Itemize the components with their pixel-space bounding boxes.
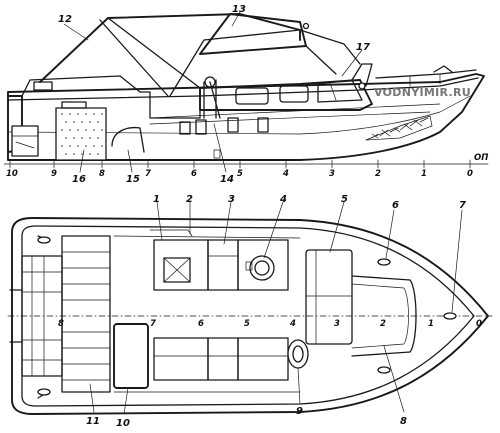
plan-station-2: 2 xyxy=(380,319,386,329)
hull-hatch xyxy=(179,121,191,135)
seat-block-dots xyxy=(61,113,103,155)
side-station-1: 1 xyxy=(421,169,427,179)
side-opening xyxy=(111,126,145,153)
cleat-stbd-aft xyxy=(37,388,51,396)
callout-3: 3 xyxy=(228,194,235,205)
hull-hatch-3 xyxy=(227,117,239,133)
callout-2: 2 xyxy=(186,194,193,205)
callout-8: 8 xyxy=(400,416,407,427)
callout-4: 4 xyxy=(279,194,287,205)
steering-wheel-9 xyxy=(287,339,309,369)
cockpit-step xyxy=(139,87,201,119)
callout-15: 15 xyxy=(126,174,140,185)
side-view: VODNYIMIR.RU 12 13 17 16 15 14 ОП xyxy=(3,4,489,185)
callout-17: 17 xyxy=(356,42,370,53)
seat-box-port xyxy=(163,257,191,283)
bow-cleat xyxy=(443,312,457,320)
hard-top-13 xyxy=(199,13,307,55)
side-station-3: 3 xyxy=(329,169,335,179)
seat-stbd-mid xyxy=(207,337,239,381)
callout-12: 12 xyxy=(58,14,72,25)
callout-13: 13 xyxy=(232,4,246,15)
seat-cushion xyxy=(61,101,87,109)
callout-1: 1 xyxy=(153,194,160,205)
plan-station-7: 7 xyxy=(150,319,156,329)
windshield-frame xyxy=(299,29,361,65)
hull-hatch-2 xyxy=(195,119,207,135)
side-station-0: 0 xyxy=(467,169,473,179)
hull-outline xyxy=(7,73,485,161)
aft-coaming xyxy=(21,75,141,97)
plan-gunwale xyxy=(21,225,475,407)
bow-cleat xyxy=(433,65,453,73)
callout-7: 7 xyxy=(459,200,466,211)
plan-station-3: 3 xyxy=(334,319,340,329)
sheer-line xyxy=(7,77,479,101)
navigation-light xyxy=(358,82,366,90)
cabin-window-2 xyxy=(279,85,309,103)
side-station-ticks xyxy=(9,159,471,169)
plan-station-1: 1 xyxy=(428,319,434,329)
side-station-9: 9 xyxy=(51,169,57,179)
side-station-7: 7 xyxy=(145,169,151,179)
cabin-window xyxy=(235,87,269,105)
handrail xyxy=(149,229,193,237)
spray-rail xyxy=(149,103,441,119)
callout-16: 16 xyxy=(72,174,86,185)
plan-station-5: 5 xyxy=(244,319,250,329)
cleat-stbd-bow xyxy=(377,366,391,374)
plan-station-6: 6 xyxy=(198,319,204,329)
seat-stbd-aft xyxy=(153,337,209,381)
console-post xyxy=(203,79,217,119)
plan-station-8: 8 xyxy=(58,319,64,329)
callout-14: 14 xyxy=(220,174,234,185)
cleat-aft xyxy=(33,81,53,91)
baseline-label: ОП xyxy=(474,153,488,163)
side-station-10: 10 xyxy=(6,169,18,179)
outboard-motor xyxy=(11,125,39,157)
side-station-5: 5 xyxy=(237,169,243,179)
canopy-bow-3 xyxy=(169,29,301,97)
side-station-6: 6 xyxy=(191,169,197,179)
windshield-post xyxy=(351,63,373,87)
drain-plug xyxy=(213,149,221,159)
fuel-filler-4 xyxy=(249,255,275,281)
canopy-bow-2 xyxy=(107,17,201,89)
seat-block xyxy=(55,107,107,161)
floor-hatch-10 xyxy=(113,323,149,389)
seat-port-fwd xyxy=(237,239,289,291)
plan-view: 1 2 3 4 5 6 7 11 10 9 8 8 7 6 5 4 3 2 1 … xyxy=(7,194,493,429)
callout-10: 10 xyxy=(116,418,130,429)
side-station-8: 8 xyxy=(99,169,105,179)
canopy-fitting xyxy=(302,22,310,30)
callout-11: 11 xyxy=(86,416,100,427)
side-station-4: 4 xyxy=(282,169,289,179)
aft-sundeck-11 xyxy=(61,235,111,393)
hull-hatch-4 xyxy=(257,117,269,133)
windscreen-side xyxy=(317,79,363,103)
canopy-bow-1 xyxy=(99,19,169,97)
spray-rail-2 xyxy=(149,111,431,125)
plan-station-0: 0 xyxy=(476,319,482,329)
foredeck-hatch xyxy=(351,275,417,357)
plan-hull-outline xyxy=(11,217,489,415)
cleat-port-bow xyxy=(377,258,391,266)
plan-station-4: 4 xyxy=(289,319,296,329)
cleat-port-aft xyxy=(37,236,51,244)
deckhouse xyxy=(199,79,373,111)
canopy-12 xyxy=(39,13,301,83)
windshield-5 xyxy=(305,249,353,345)
side-station-2: 2 xyxy=(375,169,381,179)
callout-5: 5 xyxy=(341,194,348,205)
callout-6: 6 xyxy=(392,200,399,211)
chine-line xyxy=(7,95,471,135)
motor-bracket xyxy=(9,289,23,343)
watermark: VODNYIMIR.RU xyxy=(374,86,471,99)
seat-stbd-fwd xyxy=(237,337,289,381)
callout-9: 9 xyxy=(296,406,303,417)
windshield-strut xyxy=(305,45,337,75)
seat-port-mid xyxy=(207,239,239,291)
